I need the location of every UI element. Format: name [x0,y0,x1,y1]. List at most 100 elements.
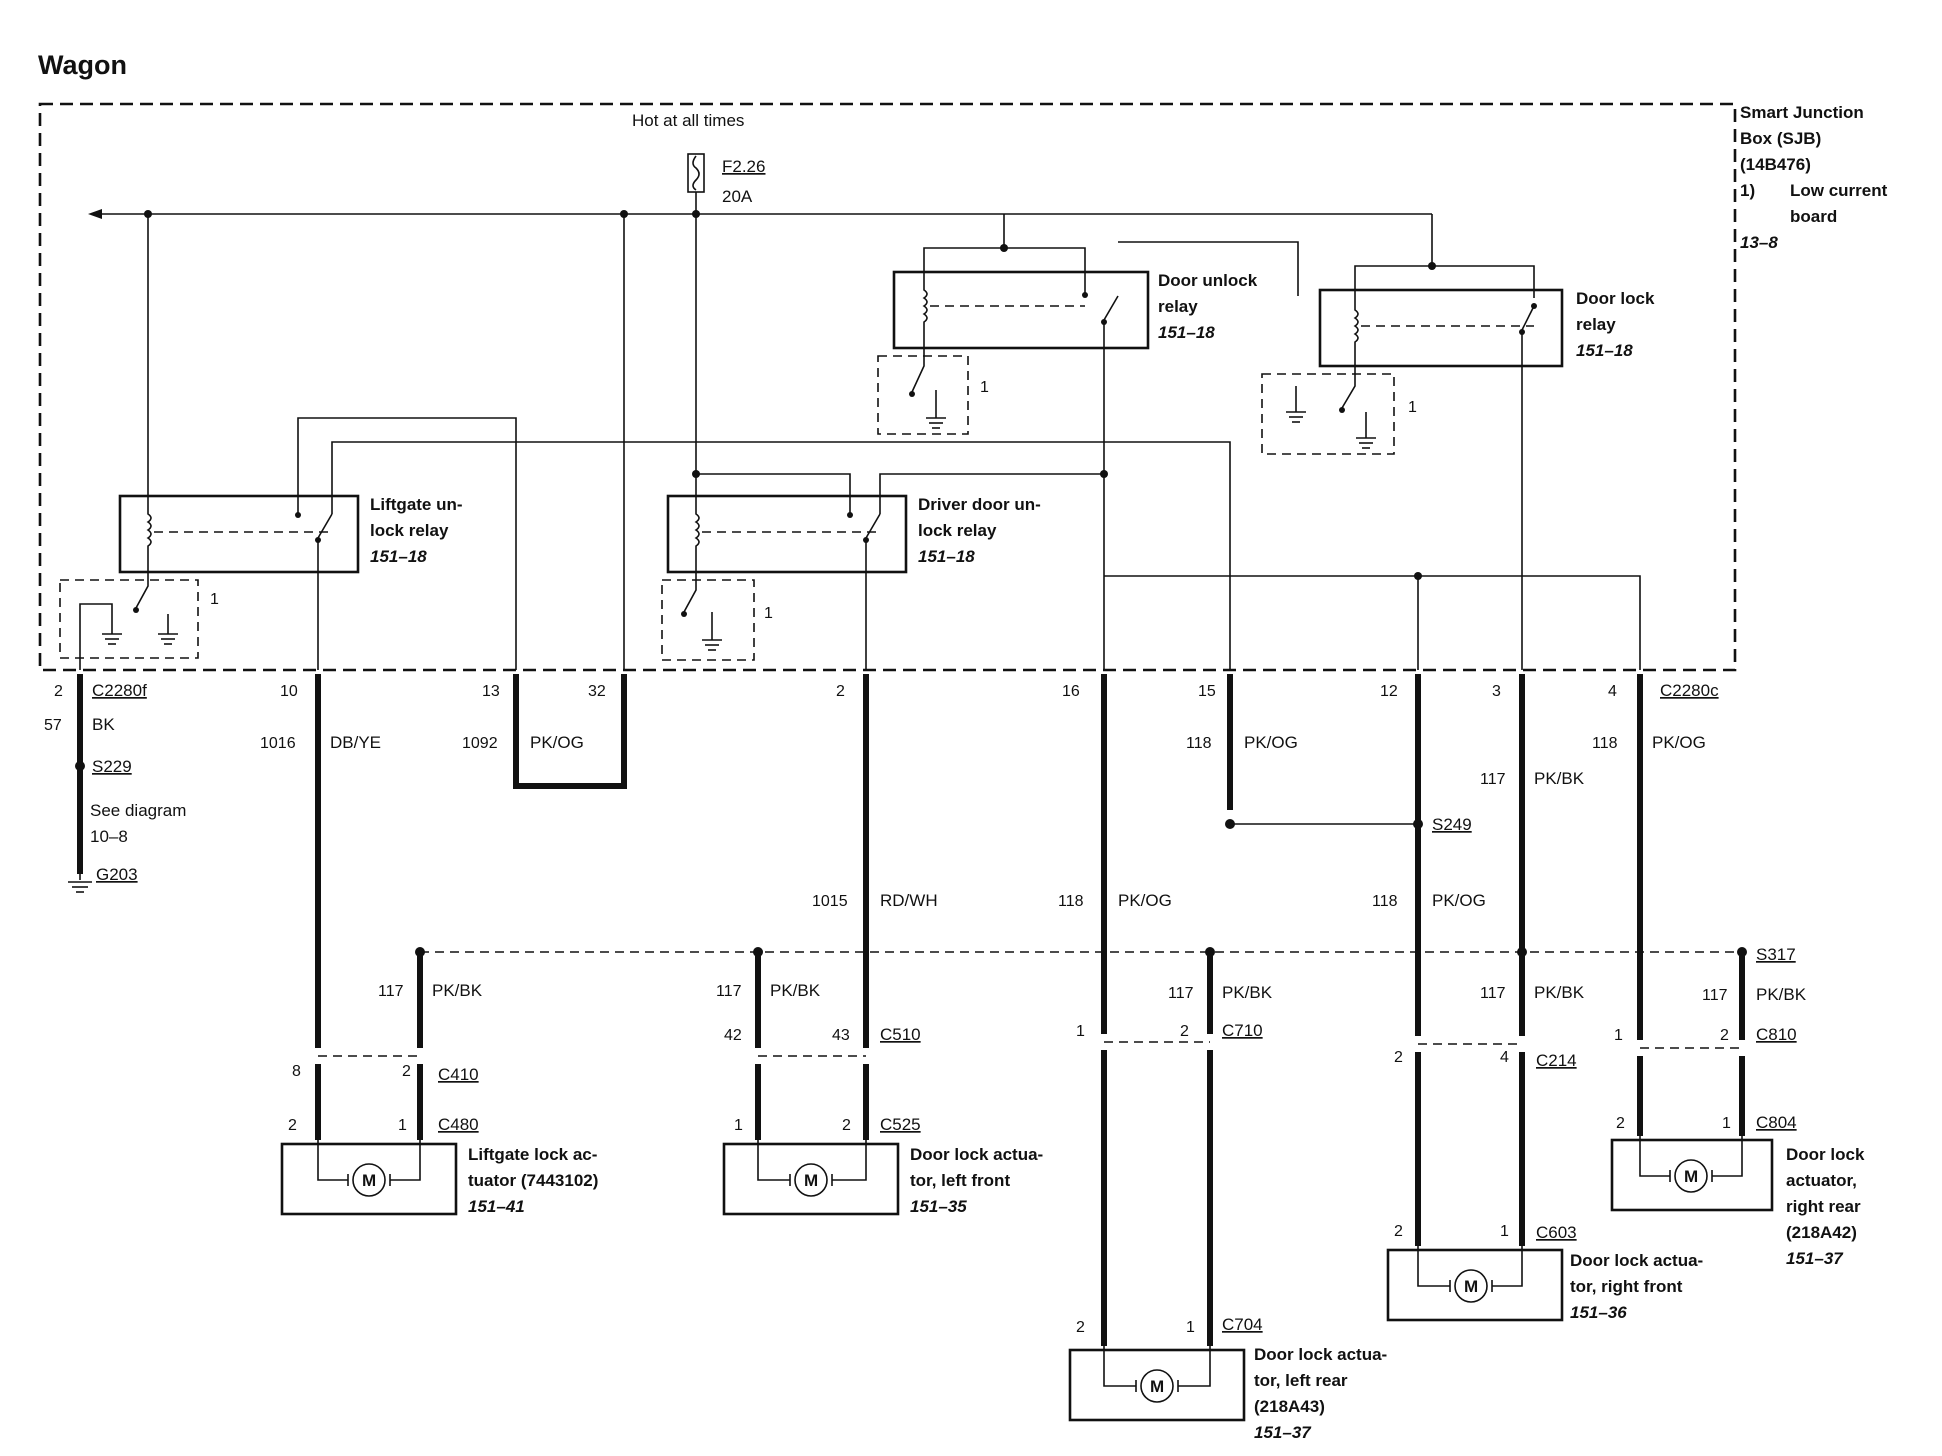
c525-pin-b: 2 [842,1117,851,1134]
right-rear-actuator-name-line3: right rear [1786,1197,1861,1216]
door-unlock-relay-name: Door unlock [1158,271,1258,290]
connector-c2280c: C2280c [1660,681,1719,700]
c510-pin-a: 42 [724,1027,742,1044]
door-unlock-relay-name-line2: relay [1158,297,1198,316]
diagram-title: Wagon [38,50,127,80]
left-front-actuator-name-line2: tor, left front [910,1171,1010,1190]
right-front-actuator-ref: 151–36 [1570,1303,1627,1322]
driver-door-unlock-relay-ref: 151–18 [918,547,975,566]
sjb-note-text-line2: board [1790,207,1837,226]
motor-symbol: M [1464,1277,1478,1296]
circuit-118-b-number: 118 [1186,735,1212,752]
door-lock-relay-driver-board: 1 [1261,366,1417,455]
fuse-rating: 20A [722,187,753,206]
sjb-name-line2: Box (SJB) [1740,129,1821,148]
pin-2-driver: 2 [836,683,845,700]
c410-label: C410 [438,1065,479,1084]
right-rear-actuator-name-line2: actuator, [1786,1171,1857,1190]
driver-door-unlock-relay: Driver door un- lock relay 151–18 [666,494,1041,670]
left-rear-actuator-name-line2: tor, left rear [1254,1371,1348,1390]
pin-2: 2 [54,683,63,700]
c710-pin-a: 1 [1076,1023,1085,1040]
sjb-name: Smart Junction [1740,103,1864,122]
circuit-1092-number: 1092 [462,735,498,752]
liftgate-unlock-relay-ref: 151–18 [370,547,427,566]
c480-label: C480 [438,1115,479,1134]
right-rear-actuator-part: (218A42) [1786,1223,1857,1242]
circuit-118-b-color: PK/OG [1244,733,1298,752]
c710-pin-b: 2 [1180,1023,1189,1040]
circuit-117-c-color: PK/BK [770,981,821,1000]
circuit-118-c-number: 118 [1372,893,1398,910]
liftgate-unlock-relay-name: Liftgate un- [370,495,463,514]
circuit-118-left-rear: 118 PK/OG [1058,674,1172,1346]
right-rear-actuator-name: Door lock [1786,1145,1865,1164]
see-diagram-ref: 10–8 [90,827,128,846]
circuit-118-d-color: PK/OG [1652,733,1706,752]
c810-label: C810 [1756,1025,1797,1044]
fuse-f2-26: F2.26 20A [687,153,765,206]
door-lock-relay-ref: 151–18 [1576,341,1633,360]
pin-3: 3 [1492,683,1501,700]
circuit-118-s249: 118 PK/OG S249 [1186,674,1472,834]
liftgate-board-note: 1 [210,591,219,608]
circuit-1016: 1016 DB/YE [260,674,381,1140]
circuit-57-color: BK [92,715,115,734]
c603-label: C603 [1536,1223,1577,1242]
c410-pin-a: 8 [292,1063,301,1080]
connector-c810: 1 2 C810 [1614,1025,1797,1049]
circuit-117-pin3: 117 PK/BK [1480,674,1585,1246]
driver-door-unlock-relay-name: Driver door un- [918,495,1041,514]
circuit-117-d-number: 117 [1168,985,1194,1002]
sjb-note-text: Low current [1790,181,1888,200]
circuit-1015: 1015 RD/WH [812,674,938,1140]
motor-symbol: M [362,1171,376,1190]
circuit-117-a-color: PK/BK [1534,769,1585,788]
motor-symbol: M [1150,1377,1164,1396]
c704-label: C704 [1222,1315,1263,1334]
driver-door-unlock-relay-driver-board: 1 [661,572,773,661]
door-unlock-relay-driver-board: 1 [877,348,989,435]
c510-label: C510 [880,1025,921,1044]
circuit-118-d-number: 118 [1592,735,1618,752]
see-diagram-label: See diagram [90,801,186,820]
door-unlock-relay-ref: 151–18 [1158,323,1215,342]
c704-pin-b: 1 [1186,1319,1195,1336]
circuit-1092-color: PK/OG [530,733,584,752]
circuit-118-right-rear: 118 PK/OG [1592,674,1706,1136]
left-rear-actuator-ref: 151–37 [1254,1423,1312,1442]
liftgate-lock-actuator: M 2 1 C480 Liftgate lock ac- tuator (744… [280,1115,598,1216]
c810-pin-b: 2 [1720,1027,1729,1044]
motor-symbol: M [1684,1167,1698,1186]
c704-pin-a: 2 [1076,1319,1085,1336]
door-unlock-board-note: 1 [980,379,989,396]
circuit-117-bus: S317 117 PK/BK 117 PK/BK 117 PK/BK 117 P… [378,945,1807,1346]
right-front-lock-actuator: M 2 1 C603 Door lock actua- tor, right f… [1386,1223,1703,1322]
c214-pin-a: 2 [1394,1049,1403,1066]
liftgate-unlock-relay-driver-board: 1 [59,572,219,670]
ground-g203: G203 [96,865,138,884]
c804-pin-a: 2 [1616,1115,1625,1132]
connector-c510: 42 43 C510 [724,1025,921,1057]
c525-label: C525 [880,1115,921,1134]
sjb-part-number: (14B476) [1740,155,1811,174]
right-rear-lock-actuator: M 2 1 C804 Door lock actuator, right rea… [1610,1113,1865,1268]
left-front-actuator-name: Door lock actua- [910,1145,1043,1164]
c603-pin-a: 2 [1394,1223,1403,1240]
circuit-1015-color: RD/WH [880,891,938,910]
c480-pin-a: 2 [288,1117,297,1134]
left-rear-actuator-name: Door lock actua- [1254,1345,1387,1364]
main-power-bus [88,209,1432,219]
circuit-117-b-color: PK/BK [432,981,483,1000]
connector-c2280f: C2280f [92,681,147,700]
liftgate-unlock-relay-name-line2: lock relay [370,521,449,540]
liftgate-actuator-name-line2: tuator (7443102) [468,1171,598,1190]
smart-junction-box-outline [38,102,1737,672]
right-front-actuator-name: Door lock actua- [1570,1251,1703,1270]
liftgate-unlock-relay: Liftgate un- lock relay 151–18 [118,494,463,670]
circuit-117-d-color: PK/BK [1222,983,1273,1002]
right-front-actuator-name-line2: tor, right front [1570,1277,1683,1296]
circuit-117-e-color: PK/BK [1534,983,1585,1002]
circuit-117-a-number: 117 [1480,771,1506,788]
